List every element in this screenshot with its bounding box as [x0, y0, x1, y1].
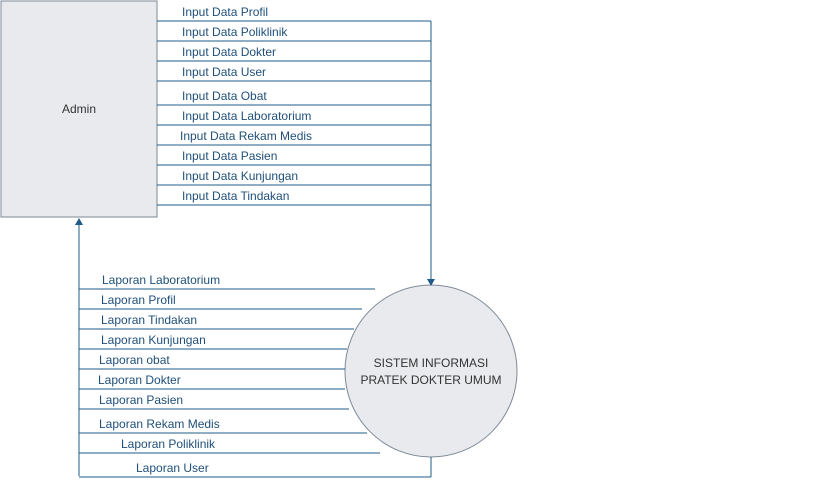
input-flow-label: Input Data Rekam Medis [180, 129, 312, 143]
output-flow-label: Laporan Tindakan [101, 313, 197, 327]
process-circle [344, 284, 518, 458]
input-flow-label: Input Data User [182, 65, 266, 79]
input-flow-label: Input Data Profil [182, 5, 268, 19]
output-flow-label: Laporan Dokter [98, 373, 181, 387]
admin-entity-box [0, 0, 158, 218]
process-label-line2: PRATEK DOKTER UMUM [360, 373, 501, 387]
input-flow-label: Input Data Laboratorium [182, 109, 311, 123]
output-flow-label: Laporan Pasien [99, 393, 183, 407]
output-flow-label: Laporan Laboratorium [102, 273, 220, 287]
input-flow-label: Input Data Tindakan [182, 189, 289, 203]
admin-entity-label: Admin [62, 102, 96, 116]
input-flow-label: Input Data Pasien [182, 149, 277, 163]
input-flow-label: Input Data Dokter [182, 45, 276, 59]
output-flow-label: Laporan Kunjungan [101, 333, 206, 347]
output-flow-label: Laporan Poliklinik [121, 437, 216, 451]
input-arrowhead [427, 279, 435, 286]
process-label-line1: SISTEM INFORMASI [374, 356, 489, 370]
output-flow-label: Laporan User [136, 461, 209, 475]
input-flow-label: Input Data Obat [182, 89, 267, 103]
output-arrowhead [75, 218, 83, 225]
output-flow-label: Laporan obat [99, 353, 170, 367]
output-flow-label: Laporan Rekam Medis [99, 417, 220, 431]
input-flow-label: Input Data Poliklinik [182, 25, 288, 39]
output-flow-label: Laporan Profil [101, 293, 176, 307]
input-flow-label: Input Data Kunjungan [182, 169, 298, 183]
